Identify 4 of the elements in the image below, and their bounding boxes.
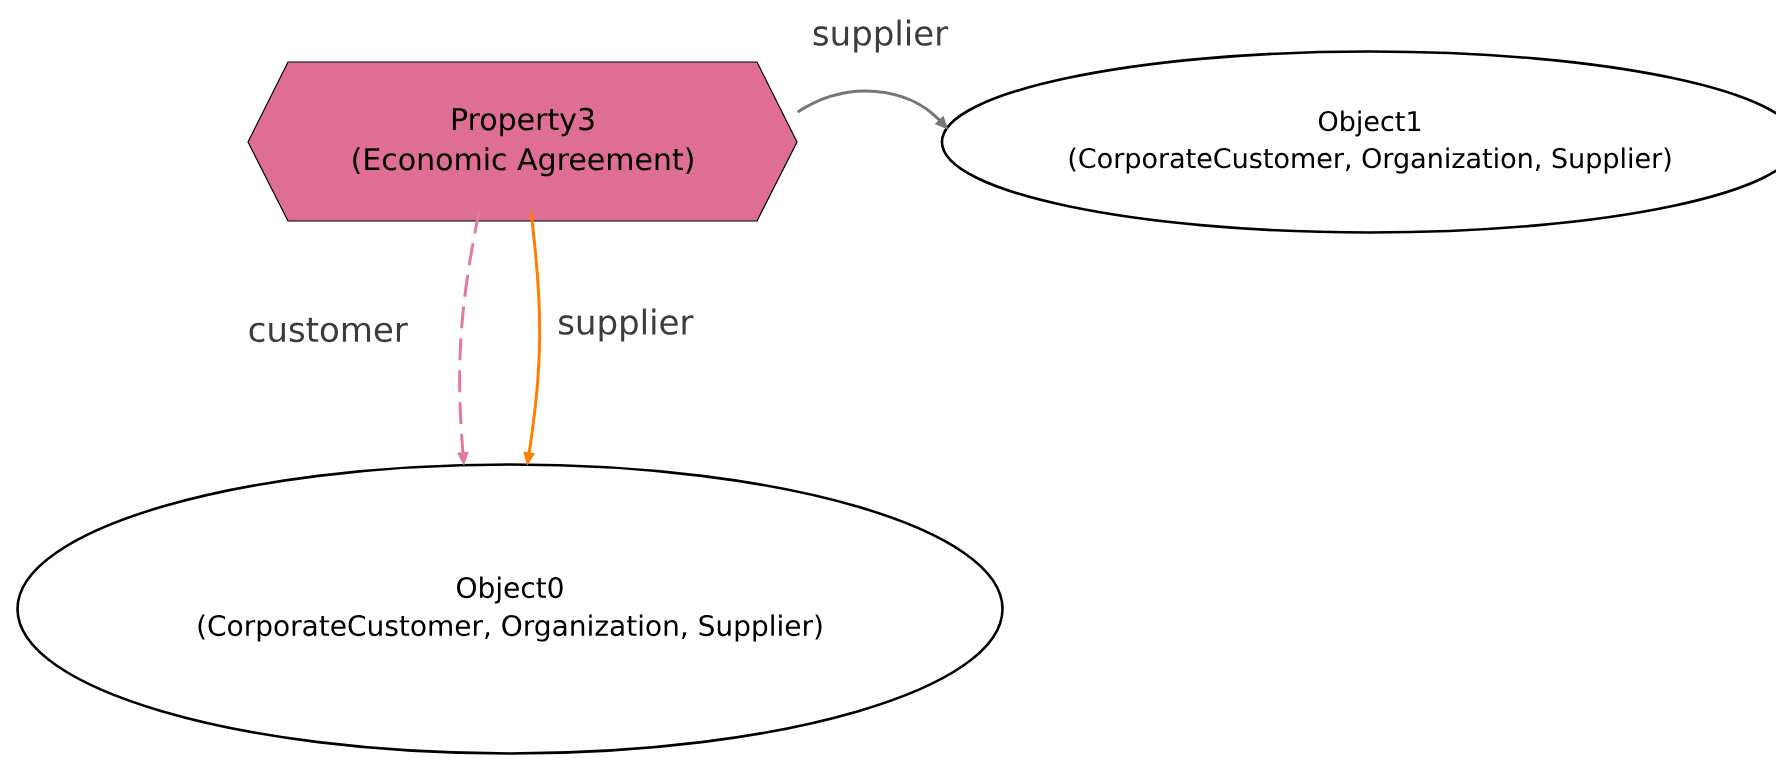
edge-label: supplier	[555, 306, 696, 344]
ellipse-node: Object0 (CorporateCustomer, Organization, Supplier)	[16, 463, 1004, 755]
hexagon-node: Property3 (Economic Agreement)	[247, 61, 798, 222]
edge-label: customer	[245, 315, 410, 345]
